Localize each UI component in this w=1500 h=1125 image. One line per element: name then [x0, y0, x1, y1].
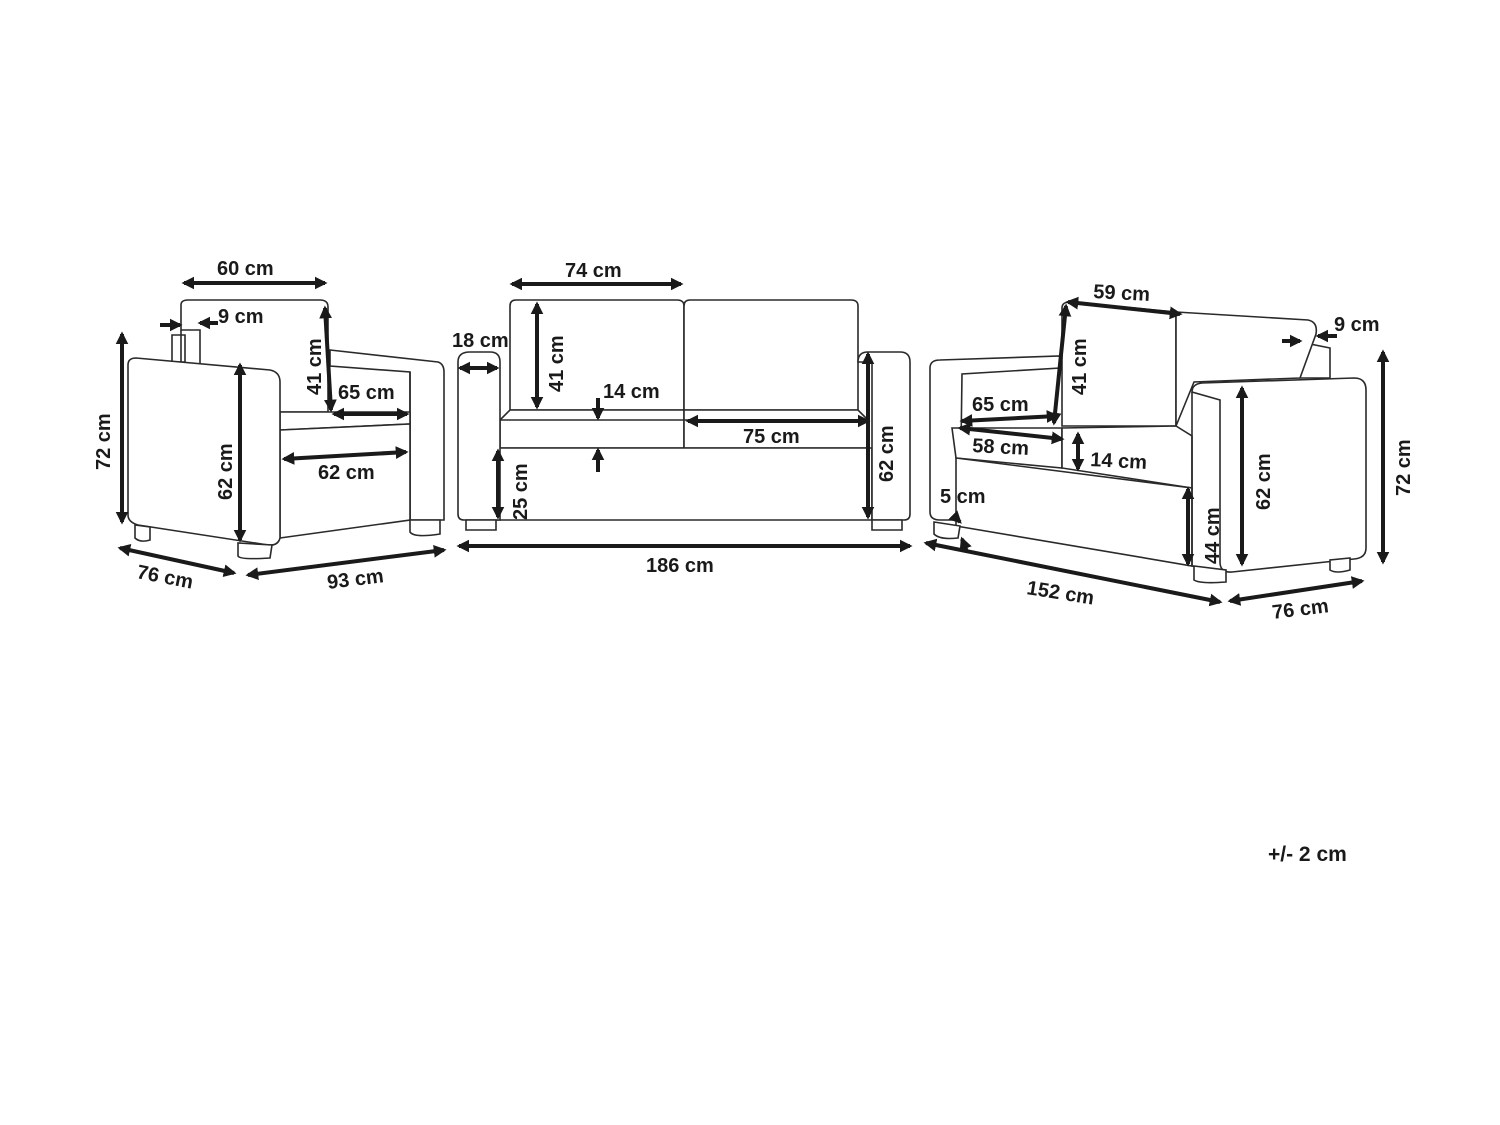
armchair-width-label: 93 cm: [326, 565, 385, 594]
armchair-seat-width-label: 62 cm: [318, 462, 375, 484]
armchair-back-width-label: 60 cm: [217, 258, 274, 280]
two-seater-arm-height-label: 62 cm: [1253, 453, 1275, 510]
two-seater-back-height-label: 41 cm: [1069, 338, 1091, 395]
three-seater-arm-width-label: 18 cm: [452, 330, 509, 352]
two-seater-back-thickness-label: 9 cm: [1334, 314, 1380, 336]
three-seater-seat-thickness-label: 14 cm: [603, 381, 660, 403]
three-seater-arm-height-label: 62 cm: [876, 425, 898, 482]
two-seater-seat-height-label: 44 cm: [1202, 507, 1224, 564]
three-seater-back-height-label: 41 cm: [546, 335, 568, 392]
armchair-arm-height-label: 62 cm: [215, 443, 237, 500]
three-seater-drawing: 74 cm 18 cm 41 cm 14 cm 75 cm 62 cm 25 c…: [452, 260, 913, 577]
three-seater-seat-height-label: 25 cm: [510, 463, 532, 520]
armchair-depth-label: 76 cm: [135, 561, 195, 593]
three-seater-total-width-label: 186 cm: [646, 555, 714, 577]
two-seater-leg-height-label: 5 cm: [940, 486, 986, 508]
three-seater-seat-width-label: 75 cm: [743, 426, 800, 448]
two-seater-seat-thickness-label: 14 cm: [1090, 449, 1148, 474]
two-seater-seat-depth-label: 65 cm: [972, 394, 1029, 416]
tolerance-note: +/- 2 cm: [1268, 843, 1347, 866]
armchair-drawing: 60 cm 9 cm 41 cm 65 cm 72 cm 62 cm 62 cm…: [93, 258, 447, 594]
two-seater-cushion-width-label: 59 cm: [1093, 281, 1151, 306]
armchair-back-thickness-label: 9 cm: [218, 306, 264, 328]
two-seater-total-height-label: 72 cm: [1393, 439, 1415, 496]
armchair-total-height-label: 72 cm: [93, 413, 115, 470]
two-seater-drawing: 59 cm 9 cm 41 cm 65 cm 58 cm 14 cm 5 cm …: [923, 281, 1415, 624]
two-seater-depth-label: 76 cm: [1271, 595, 1330, 624]
two-seater-total-width-label: 152 cm: [1025, 577, 1095, 609]
armchair-back-height-label: 41 cm: [304, 338, 326, 395]
three-seater-cushion-width-label: 74 cm: [565, 260, 622, 282]
two-seater-seat-width-label: 58 cm: [972, 435, 1030, 460]
armchair-seat-depth-label: 65 cm: [338, 382, 395, 404]
